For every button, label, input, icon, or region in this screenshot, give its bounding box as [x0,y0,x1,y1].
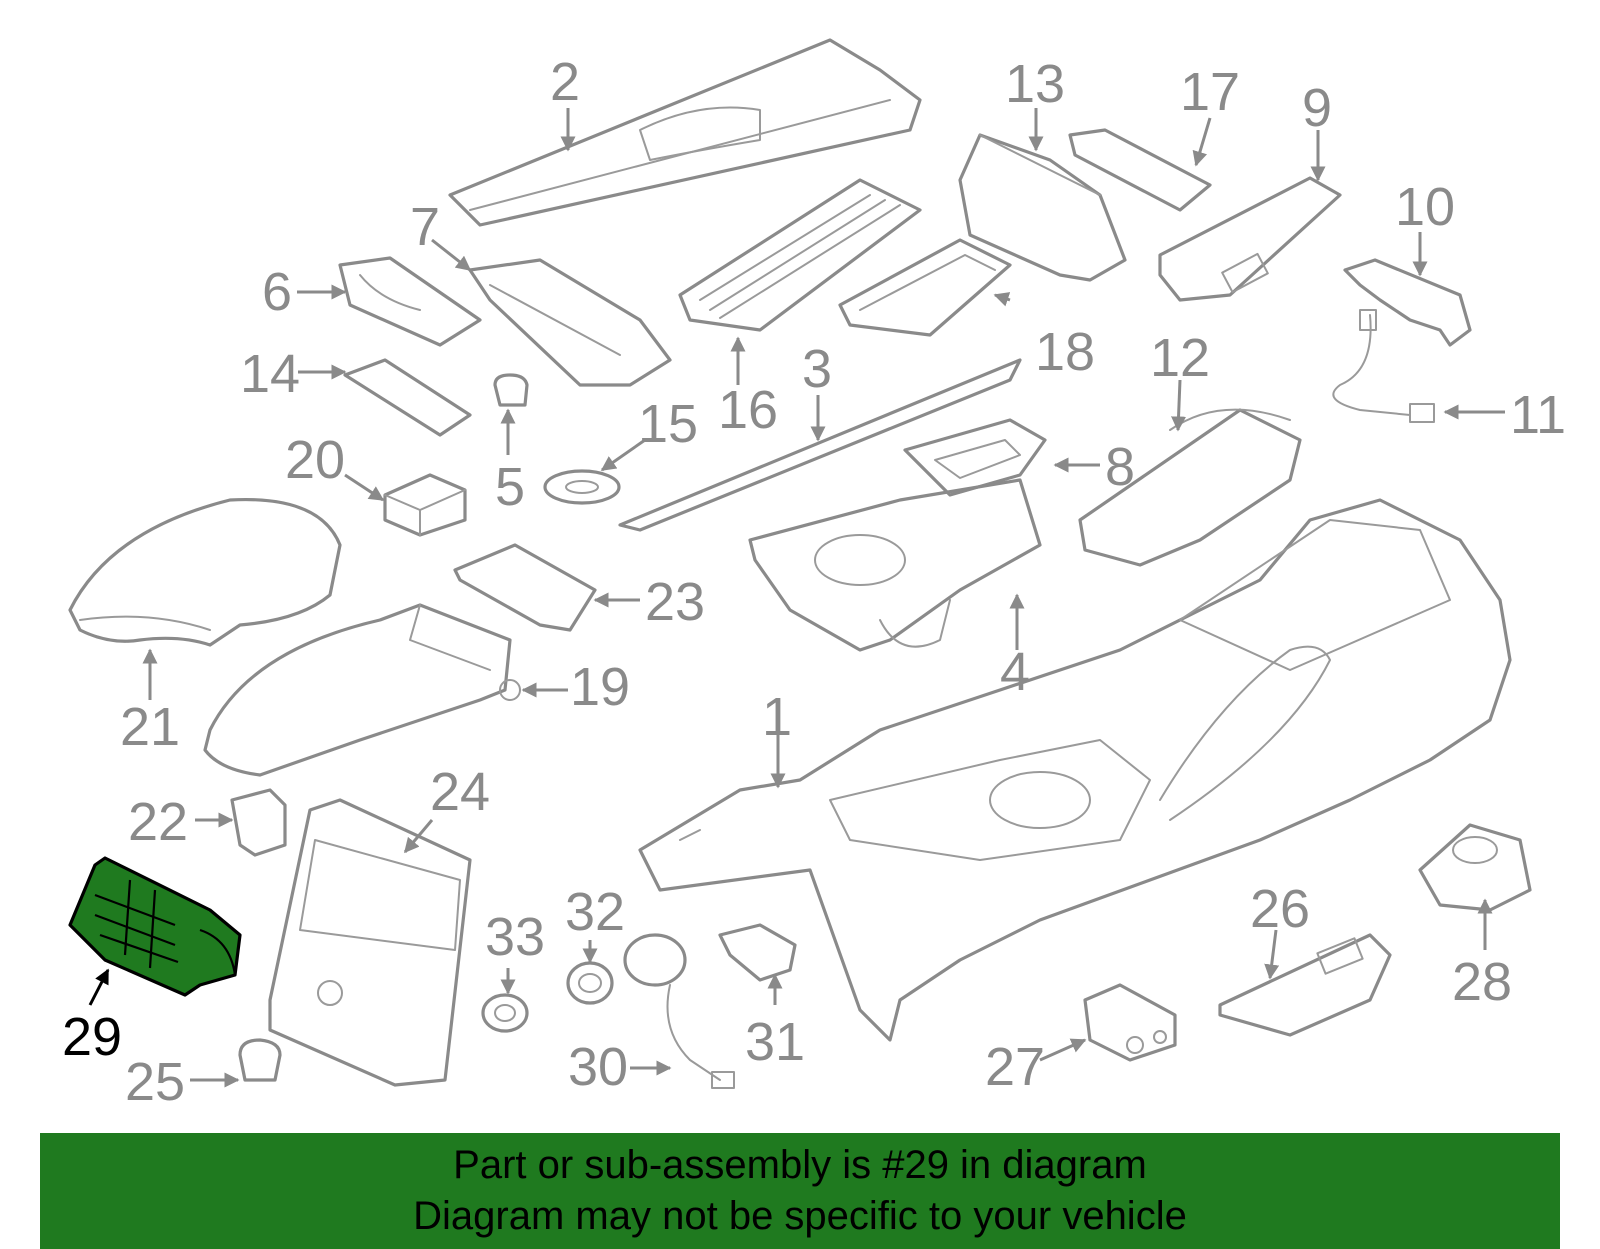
part-15-grommet [543,469,621,505]
part-19-armrest-base [203,603,521,777]
callout-31: 31 [745,1012,805,1072]
callout-6: 6 [262,262,292,322]
part-20-block [383,473,467,537]
callout-1: 1 [762,687,792,747]
callout-18: 18 [1035,322,1095,382]
callout-21: 21 [120,697,180,757]
part-27-switch [1083,983,1177,1062]
part-6-holder [338,256,482,347]
part-22-clip [230,788,287,857]
callout-25: 25 [125,1052,185,1112]
part-16-mat [678,178,922,332]
callout-20: 20 [285,430,345,490]
callout-13: 13 [1005,54,1065,114]
part-3-strip [618,358,1022,532]
part-28-controller [1418,823,1532,912]
callout-3: 3 [802,339,832,399]
callout-32: 32 [565,882,625,942]
callout-16: 16 [718,380,778,440]
banner-line-1: Part or sub-assembly is #29 in diagram [453,1143,1147,1187]
part-30-socket-harness [623,933,735,1089]
callout-26: 26 [1250,879,1310,939]
callout-10: 10 [1395,177,1455,237]
part-4-cupholder [748,478,1042,652]
leader-lines [88,108,1505,1088]
part-1-console [638,498,1512,1042]
info-banner: Part or sub-assembly is #29 in diagram D… [40,1133,1560,1249]
callout-29: 29 [62,1007,122,1067]
part-17-cover [1068,128,1212,212]
callout-5: 5 [495,457,525,517]
callout-23: 23 [645,572,705,632]
part-26-switch [1218,933,1392,1037]
part-13-bin [958,133,1127,282]
part-18-mat [838,238,1012,337]
part-10-bracket [1343,258,1472,347]
part-14-pad [343,358,472,437]
part-7-tray [468,258,672,387]
part-29-vent-highlighted [68,856,242,997]
callout-8: 8 [1105,437,1135,497]
callout-9: 9 [1302,78,1332,138]
part-24-panel [268,798,472,1087]
callout-12: 12 [1150,328,1210,388]
callout-numbers: 2 13 17 9 10 6 7 18 16 12 14 3 15 11 20 … [62,52,1566,1112]
callout-11: 11 [1510,385,1566,445]
part-23-cover [453,543,597,632]
callout-2: 2 [550,52,580,112]
part-11-harness [1332,309,1435,423]
part-2-trim [448,38,922,227]
callout-28: 28 [1452,952,1512,1012]
part-33-socket [481,993,529,1033]
callout-30: 30 [568,1037,628,1097]
callout-17: 17 [1180,62,1240,122]
callout-22: 22 [128,792,188,852]
part-32-socket [566,961,614,1005]
part-9-tray [1158,176,1342,302]
part-5-plug [493,373,529,407]
callout-15: 15 [638,394,698,454]
callout-33: 33 [485,907,545,967]
banner-line-2: Diagram may not be specific to your vehi… [413,1194,1187,1238]
part-31-bracket [718,923,797,982]
part-25-plug [238,1038,282,1082]
callout-19: 19 [570,657,630,717]
part-8-bezel [903,418,1047,497]
callout-4: 4 [1000,642,1030,702]
callout-24: 24 [430,762,490,822]
callout-7: 7 [410,197,440,257]
part-21-armrest [68,497,342,647]
callout-14: 14 [240,344,300,404]
callout-27: 27 [985,1037,1045,1097]
